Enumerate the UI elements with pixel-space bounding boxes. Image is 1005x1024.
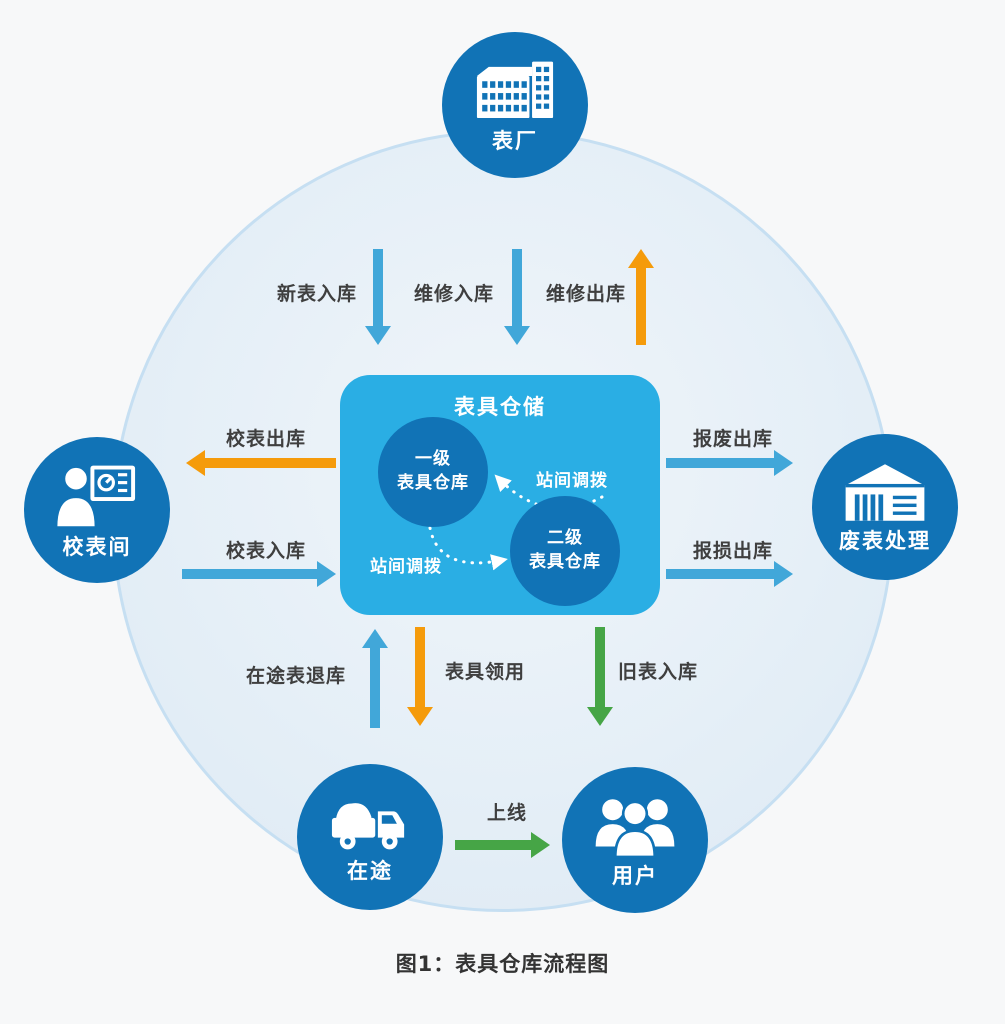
node-in-transit-label: 在途 xyxy=(347,859,393,884)
flow-label-calibration-out: 校表出库 xyxy=(226,428,307,450)
warehouse-icon xyxy=(845,463,925,521)
meter-storage-title: 表具仓储 xyxy=(454,395,546,419)
flow-label-old-meter-in: 旧表入库 xyxy=(618,661,699,683)
node-in-transit: 在途 xyxy=(297,764,443,910)
level2-warehouse-line2: 表具仓库 xyxy=(529,552,601,572)
arrow-damage-out xyxy=(666,561,793,587)
node-calibration-room-label: 校表间 xyxy=(62,534,132,559)
users-icon xyxy=(595,799,675,859)
node-factory-label: 表厂 xyxy=(492,128,538,153)
meter-storage-box: 表具仓储 一级 表具仓库 二级 表具仓库 站间调拨 站间调拨 xyxy=(340,375,660,615)
transfer-dashed-arrows xyxy=(428,474,604,571)
flow-label-repair-out: 维修出库 xyxy=(546,283,627,305)
figure-caption: 图1：表具仓库流程图 xyxy=(395,952,610,976)
calibration-room-icon xyxy=(55,465,136,529)
arrow-new-meter-in xyxy=(365,249,391,345)
arrow-calibration-in xyxy=(182,561,336,587)
node-factory: 表厂 xyxy=(442,32,588,178)
truck-icon xyxy=(331,802,405,850)
arrow-requisition xyxy=(407,627,433,726)
flow-label-repair-in: 维修入库 xyxy=(414,283,495,305)
node-users-label: 用户 xyxy=(612,863,658,888)
arrow-calibration-out xyxy=(186,450,336,476)
transfer-label-left: 站间调拨 xyxy=(370,557,442,577)
flow-label-requisition: 表具领用 xyxy=(445,661,526,683)
arrow-online xyxy=(455,832,550,858)
flow-label-new-meter-in: 新表入库 xyxy=(277,283,358,305)
factory-icon xyxy=(476,61,554,119)
level2-warehouse-circle: 二级 表具仓库 xyxy=(510,496,620,606)
level1-warehouse-line1: 一级 xyxy=(415,449,451,470)
flow-label-calibration-in: 校表入库 xyxy=(226,540,307,562)
arrow-scrap-out xyxy=(666,450,793,476)
arrow-repair-in xyxy=(504,249,530,345)
flow-label-damage-out: 报损出库 xyxy=(693,540,774,562)
node-calibration-room: 校表间 xyxy=(24,437,170,583)
flow-label-online: 上线 xyxy=(487,802,528,824)
flow-label-scrap-out: 报废出库 xyxy=(693,428,774,450)
level1-warehouse-line2: 表具仓库 xyxy=(397,473,469,493)
node-users: 用户 xyxy=(562,767,708,913)
arrow-repair-out xyxy=(628,249,654,345)
arrow-transit-return xyxy=(362,629,388,728)
node-scrap-processing-label: 废表处理 xyxy=(839,529,931,554)
level2-warehouse-line1: 二级 xyxy=(547,528,583,549)
arrow-old-meter-in xyxy=(587,627,613,726)
flow-label-transit-return: 在途表退库 xyxy=(246,665,347,687)
transfer-label-right: 站间调拨 xyxy=(536,471,608,491)
level1-warehouse-circle: 一级 表具仓库 xyxy=(378,417,488,527)
node-scrap-processing: 废表处理 xyxy=(812,434,958,580)
